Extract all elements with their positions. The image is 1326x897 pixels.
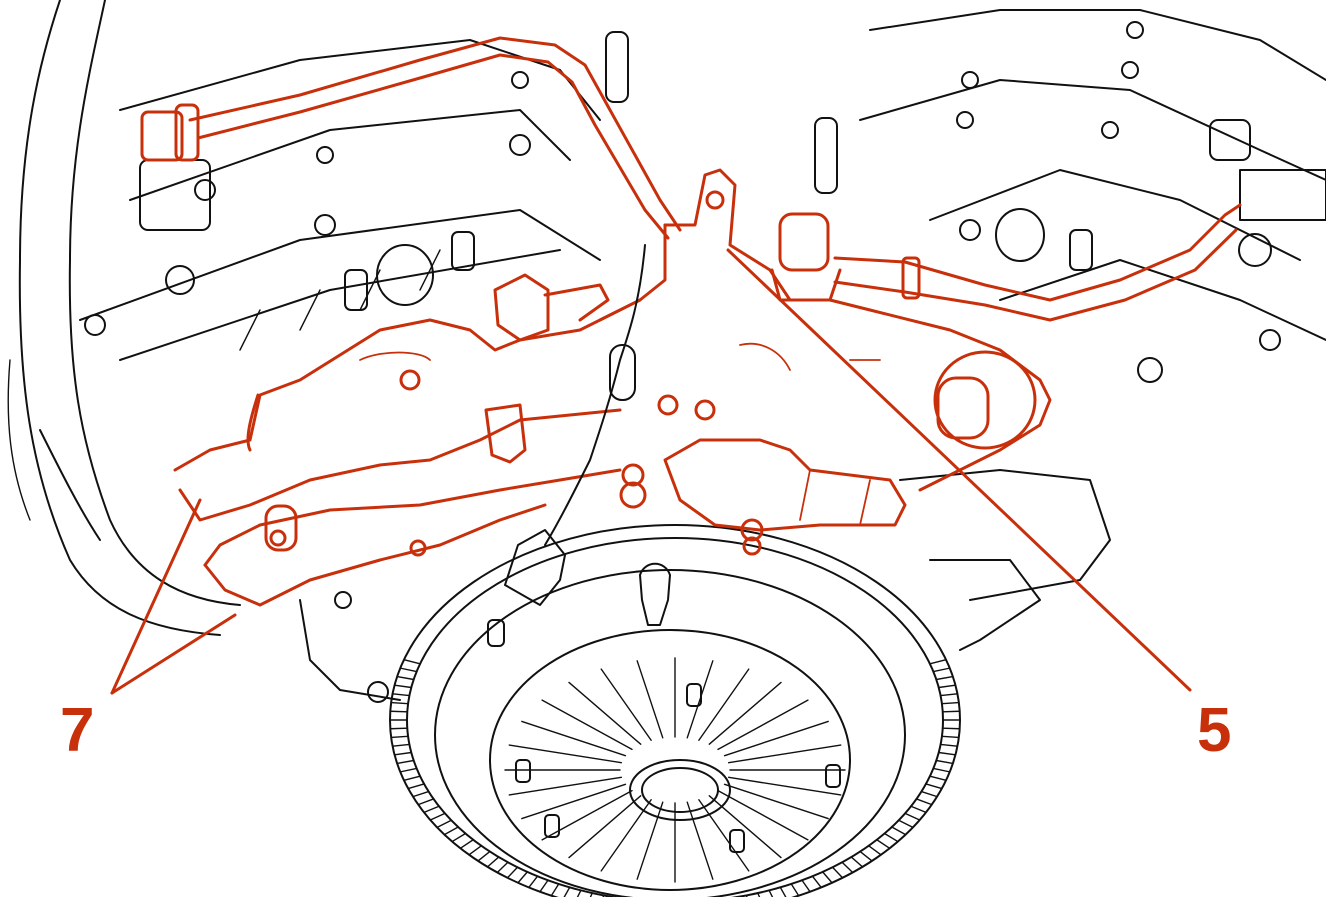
callout-7-leader-lower xyxy=(110,613,237,695)
engine-block-outline xyxy=(7,0,1326,703)
temperature-sensor xyxy=(493,273,550,342)
part-7-coolant-rail-lower xyxy=(203,468,622,567)
callout-7-leader-upper xyxy=(110,498,202,695)
pipe-connector-left xyxy=(140,110,184,162)
callout-5-label: 5 xyxy=(1197,696,1232,765)
part-5-coolant-manifold xyxy=(663,168,1052,492)
thermostat-housing xyxy=(663,438,907,532)
callout-7-label: 7 xyxy=(60,696,95,765)
part-7-coolant-rail-upper xyxy=(173,298,642,472)
diaphragm-spring-fingers xyxy=(504,657,846,883)
coolant-pipe-upper xyxy=(188,36,682,232)
flywheel-clutch-assembly xyxy=(389,524,961,897)
ring-gear-teeth xyxy=(389,659,961,897)
callout-5-leader xyxy=(726,248,1192,692)
clutch-hub xyxy=(629,759,731,821)
clutch-pressure-plate xyxy=(434,569,906,897)
sensor-connector xyxy=(504,529,566,606)
sensor-wire xyxy=(544,244,646,546)
callout-leaders xyxy=(110,248,1192,695)
highlighted-components xyxy=(140,36,1242,607)
